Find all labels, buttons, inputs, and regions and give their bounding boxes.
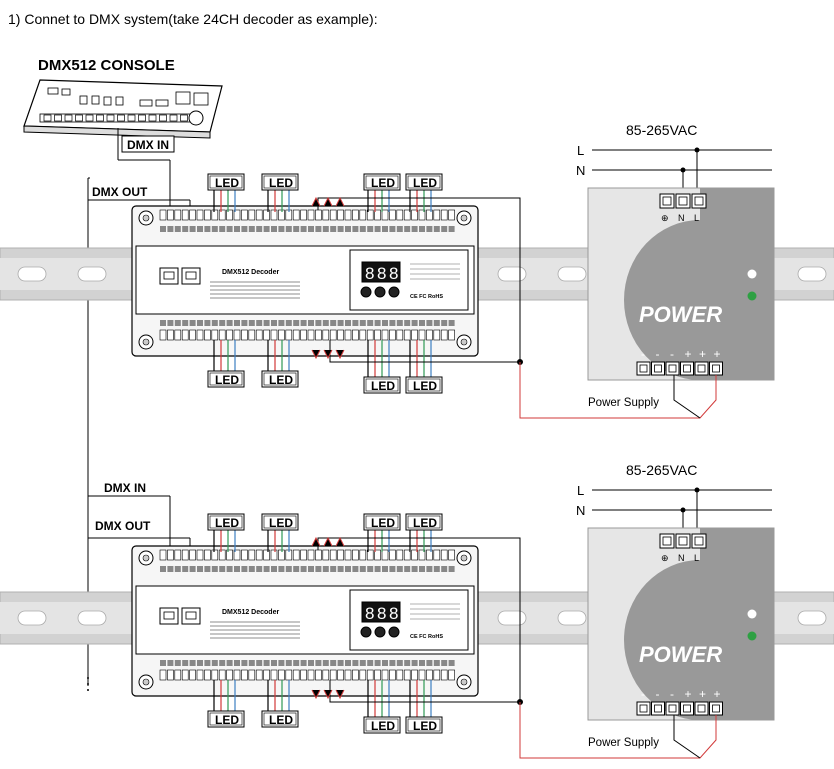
terminal-l: L bbox=[694, 553, 699, 563]
psu-brand: POWER bbox=[639, 642, 722, 667]
display-digit: 8 bbox=[377, 264, 386, 283]
svg-text:DMX IN: DMX IN bbox=[127, 138, 169, 152]
led-label: LED bbox=[413, 719, 437, 733]
decoder-button[interactable] bbox=[360, 286, 372, 298]
cert-marks: CE FC RoHS bbox=[410, 294, 443, 300]
led-label: LED bbox=[371, 516, 395, 530]
display-digit: 8 bbox=[365, 264, 374, 283]
led-box: LED bbox=[363, 513, 401, 531]
decoder-button[interactable] bbox=[388, 286, 400, 298]
display-digit: 8 bbox=[389, 604, 398, 623]
led-box: LED bbox=[207, 370, 245, 388]
led-box: LED bbox=[261, 370, 299, 388]
led-label: LED bbox=[215, 373, 239, 387]
led-box: LED bbox=[261, 173, 299, 191]
led-label: LED bbox=[371, 379, 395, 393]
output-polarity: + bbox=[714, 347, 721, 361]
page-heading: 1) Connet to DMX system(take 24CH decode… bbox=[8, 11, 378, 27]
console-title: DMX512 CONSOLE bbox=[38, 57, 175, 74]
led-label: LED bbox=[371, 176, 395, 190]
psu-brand: POWER bbox=[639, 302, 722, 327]
led-box: LED bbox=[261, 710, 299, 728]
terminal-l: L bbox=[694, 213, 699, 223]
display-digit: 8 bbox=[377, 604, 386, 623]
dmx-out-label-bottom: DMX OUT bbox=[95, 519, 151, 533]
output-polarity: + bbox=[699, 687, 706, 701]
dmx-console: DMX512 CONSOLE bbox=[23, 57, 223, 139]
led-label: LED bbox=[269, 516, 293, 530]
line-label: L bbox=[577, 483, 584, 498]
terminal-n: N bbox=[678, 213, 685, 223]
output-polarity: - bbox=[670, 687, 674, 701]
output-polarity: - bbox=[641, 347, 645, 361]
decoder-button[interactable] bbox=[374, 286, 386, 298]
led-label: LED bbox=[269, 176, 293, 190]
neutral-label: N bbox=[576, 163, 585, 178]
psu-indicator-green bbox=[747, 291, 757, 301]
output-polarity: - bbox=[656, 687, 660, 701]
psu-caption: Power Supply bbox=[588, 397, 659, 409]
led-box: LED bbox=[405, 716, 443, 734]
terminal-ground: ⊕ bbox=[661, 553, 669, 563]
output-polarity: + bbox=[714, 687, 721, 701]
led-box: LED bbox=[405, 513, 443, 531]
output-polarity: - bbox=[656, 347, 660, 361]
led-box: LED bbox=[363, 376, 401, 394]
display-digit: 8 bbox=[389, 264, 398, 283]
cert-marks: CE FC RoHS bbox=[410, 634, 443, 640]
psu-indicator-white bbox=[747, 609, 757, 619]
decoder-name: DMX512 Decoder bbox=[222, 269, 279, 276]
led-label: LED bbox=[269, 713, 293, 727]
dmx-in-label-top: DMX IN bbox=[121, 135, 175, 153]
output-polarity: - bbox=[641, 687, 645, 701]
psu-indicator-white bbox=[747, 269, 757, 279]
led-label: LED bbox=[413, 516, 437, 530]
decoder-button[interactable] bbox=[360, 626, 372, 638]
led-label: LED bbox=[269, 373, 293, 387]
output-polarity: + bbox=[699, 347, 706, 361]
terminal-n: N bbox=[678, 553, 685, 563]
dmx-in-label-bottom: DMX IN bbox=[104, 481, 146, 495]
decoder-name: DMX512 Decoder bbox=[222, 609, 279, 616]
led-label: LED bbox=[413, 379, 437, 393]
led-box: LED bbox=[405, 376, 443, 394]
continuation-dots bbox=[87, 677, 89, 691]
led-box: LED bbox=[363, 173, 401, 191]
terminal-ground: ⊕ bbox=[661, 213, 669, 223]
led-box: LED bbox=[261, 513, 299, 531]
mains-voltage: 85-265VAC bbox=[626, 462, 697, 478]
led-box: LED bbox=[207, 513, 245, 531]
dmx-out-label-top: DMX OUT bbox=[92, 185, 148, 199]
output-polarity: - bbox=[670, 347, 674, 361]
led-box: LED bbox=[207, 710, 245, 728]
led-label: LED bbox=[371, 719, 395, 733]
led-label: LED bbox=[215, 176, 239, 190]
led-box: LED bbox=[363, 716, 401, 734]
display-digit: 8 bbox=[365, 604, 374, 623]
led-box: LED bbox=[207, 173, 245, 191]
psu-indicator-green bbox=[747, 631, 757, 641]
led-box: LED bbox=[405, 173, 443, 191]
decoder-button[interactable] bbox=[388, 626, 400, 638]
neutral-label: N bbox=[576, 503, 585, 518]
led-label: LED bbox=[215, 516, 239, 530]
led-label: LED bbox=[413, 176, 437, 190]
output-polarity: + bbox=[685, 347, 692, 361]
output-polarity: + bbox=[685, 687, 692, 701]
line-label: L bbox=[577, 143, 584, 158]
mains-voltage: 85-265VAC bbox=[626, 122, 697, 138]
decoder-button[interactable] bbox=[374, 626, 386, 638]
led-label: LED bbox=[215, 713, 239, 727]
psu-caption: Power Supply bbox=[588, 737, 659, 749]
